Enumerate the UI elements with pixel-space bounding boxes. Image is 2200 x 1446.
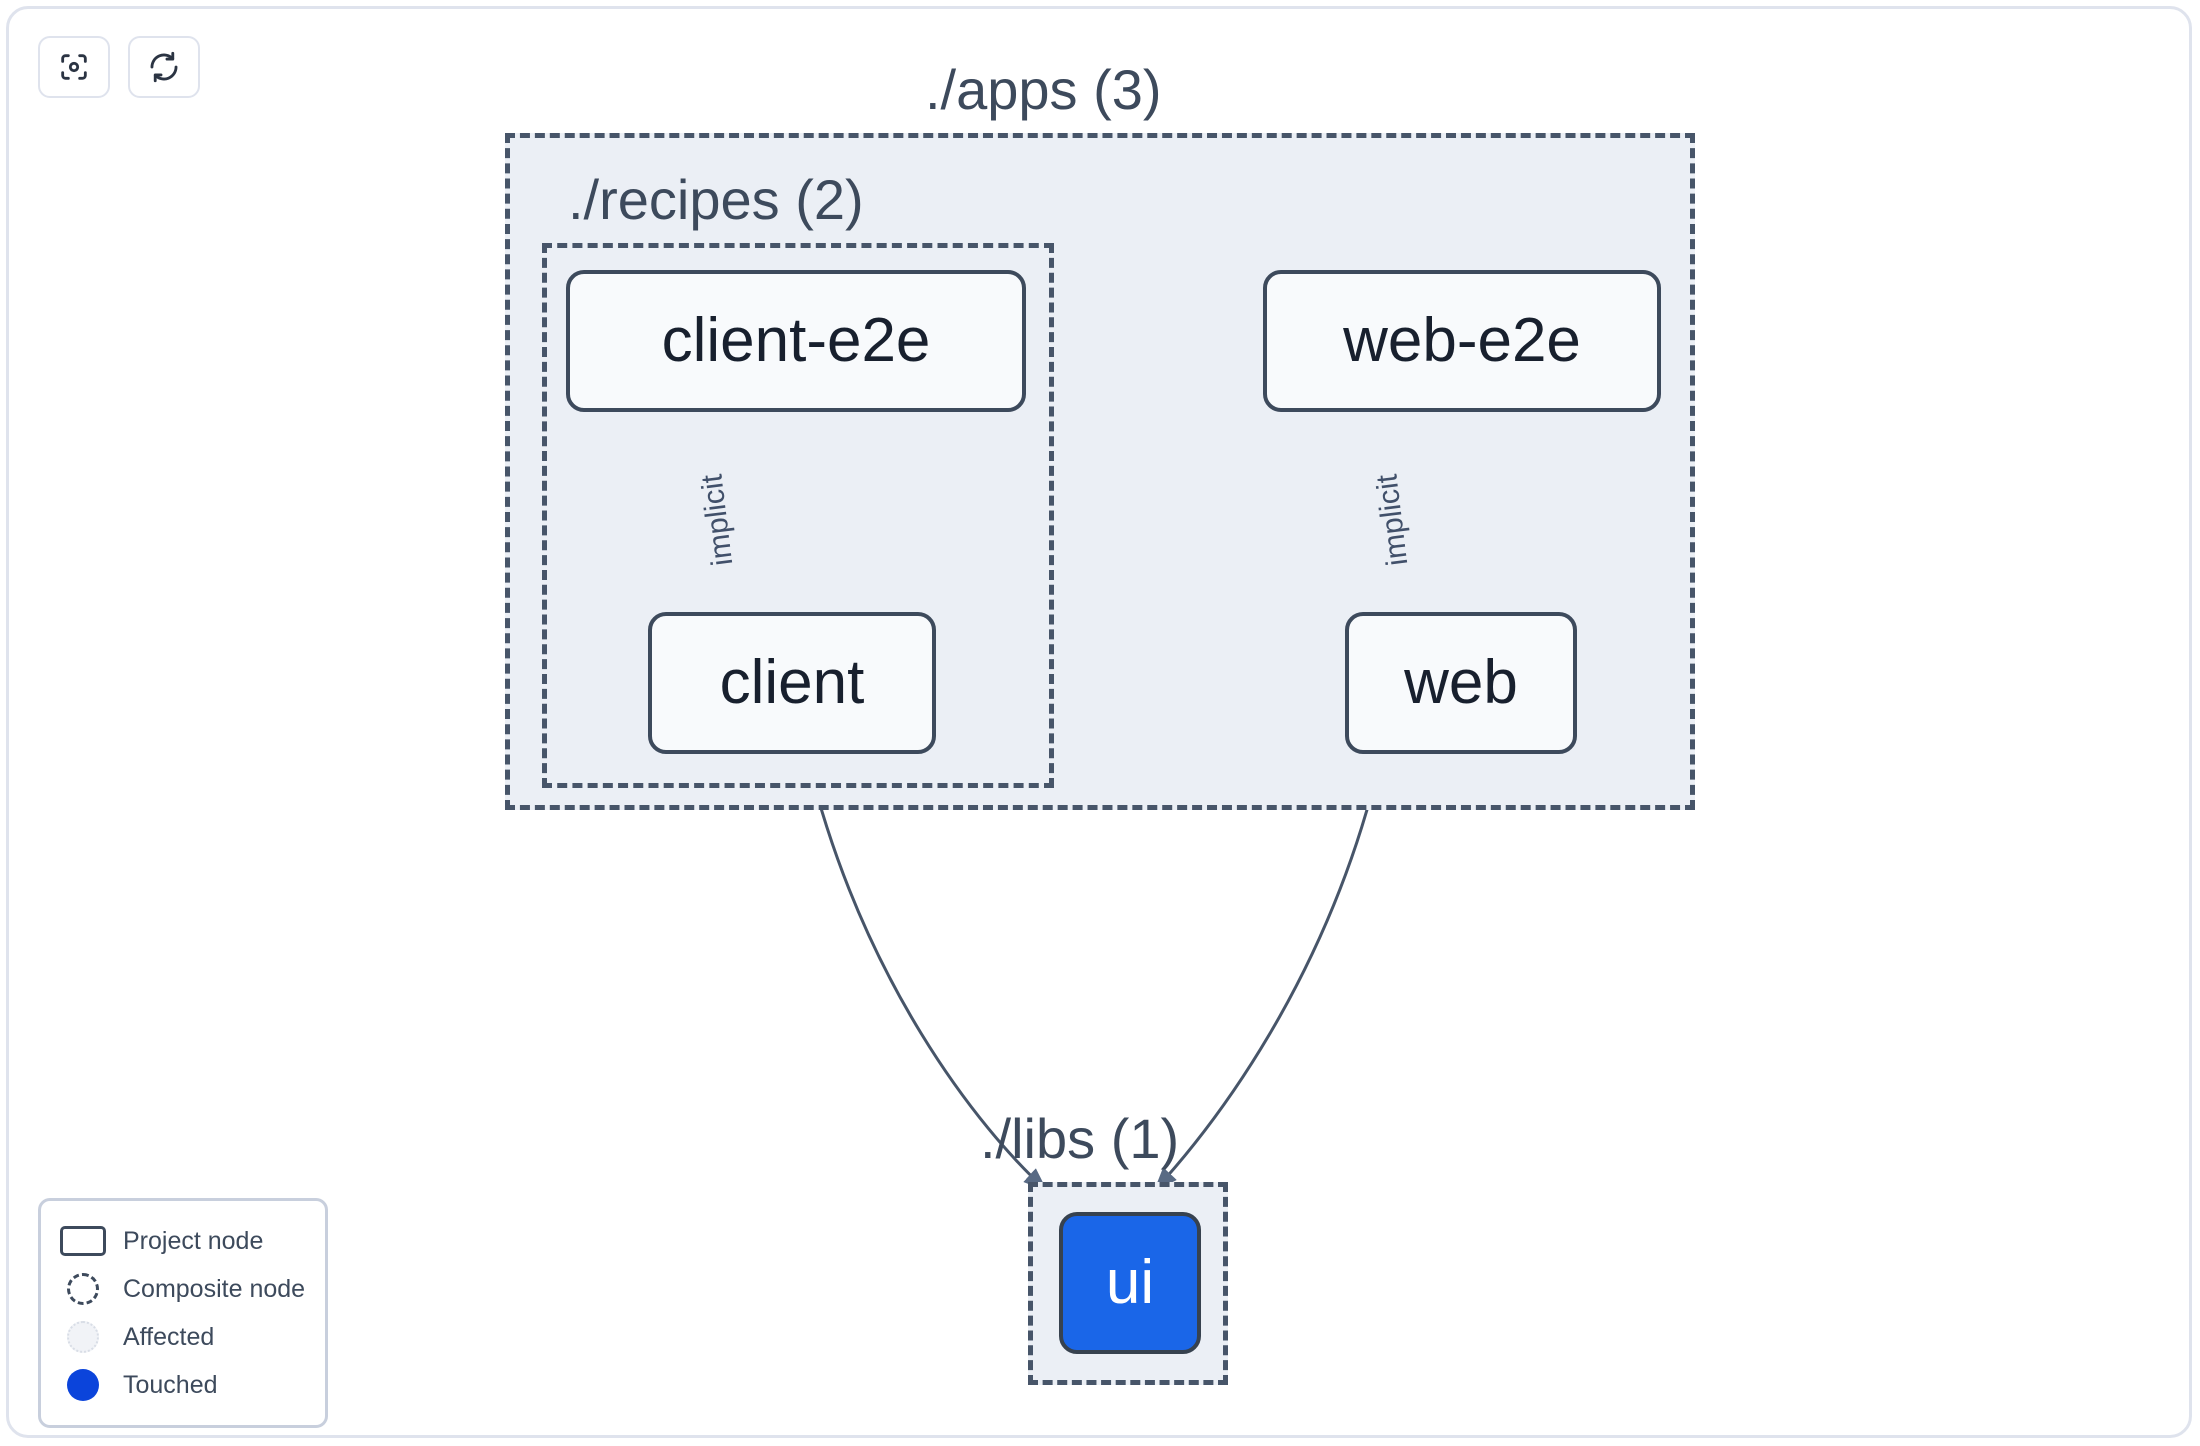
- group-label-libs: ./libs (1): [980, 1107, 1180, 1170]
- focus-target-icon: [57, 50, 91, 84]
- node-label-client: client: [719, 648, 865, 717]
- focus-graph-button[interactable]: [38, 36, 110, 98]
- node-label-client-e2e: client-e2e: [661, 306, 931, 375]
- node-label-ui: ui: [1105, 1248, 1155, 1317]
- project-node-swatch: [59, 1223, 107, 1259]
- legend-label-composite-node: Composite node: [123, 1274, 306, 1303]
- graph-toolbar: [38, 36, 200, 98]
- edge-client-to-ui: [804, 751, 1048, 1192]
- legend-label-project-node: Project node: [123, 1226, 264, 1255]
- node-ui[interactable]: ui: [1059, 1212, 1201, 1354]
- legend-item-composite-node: Composite node: [59, 1265, 307, 1313]
- legend-label-affected: Affected: [123, 1322, 215, 1351]
- group-label-apps: ./apps (3): [925, 58, 1162, 121]
- group-label-recipes: ./recipes (2): [568, 168, 864, 231]
- legend-item-project-node: Project node: [59, 1217, 307, 1265]
- legend-item-touched: Touched: [59, 1361, 307, 1409]
- node-web[interactable]: web: [1345, 612, 1577, 754]
- composite-node-swatch: [59, 1271, 107, 1307]
- node-client[interactable]: client: [648, 612, 936, 754]
- refresh-icon: [147, 50, 181, 84]
- edge-web-to-ui: [1153, 751, 1384, 1192]
- node-web-e2e[interactable]: web-e2e: [1263, 270, 1661, 412]
- touched-swatch: [59, 1367, 107, 1403]
- legend-label-touched: Touched: [123, 1370, 218, 1399]
- node-client-e2e[interactable]: client-e2e: [566, 270, 1026, 412]
- refresh-graph-button[interactable]: [128, 36, 200, 98]
- node-label-web: web: [1404, 648, 1518, 717]
- affected-swatch: [59, 1319, 107, 1355]
- node-label-web-e2e: web-e2e: [1343, 306, 1581, 375]
- legend-item-affected: Affected: [59, 1313, 307, 1361]
- graph-legend: Project node Composite node Affected Tou…: [38, 1198, 328, 1428]
